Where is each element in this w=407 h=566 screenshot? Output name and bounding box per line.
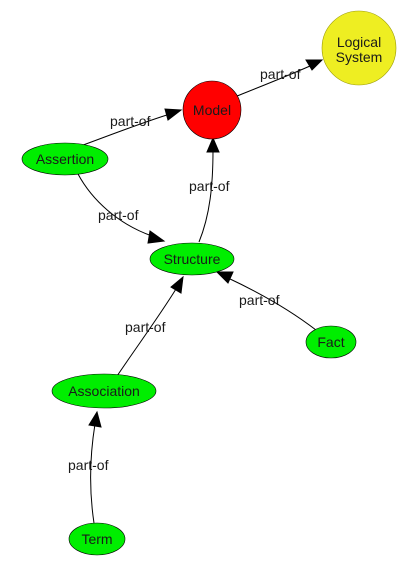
edge-label: part-of <box>260 66 301 82</box>
node-shape <box>305 325 357 359</box>
edge-fact-structure: part-of <box>215 271 317 331</box>
arrow-head <box>215 271 234 284</box>
edge-structure-model: part-of <box>189 136 230 243</box>
edge-label: part-of <box>125 319 166 335</box>
node-label-line-2: System <box>336 49 383 65</box>
edge-label: part-of <box>110 113 151 129</box>
arrow-head <box>170 275 184 294</box>
node-assertion[interactable]: Assertion <box>21 142 109 176</box>
edge-line <box>77 173 153 237</box>
edge-label: part-of <box>98 207 139 223</box>
node-shape <box>51 373 157 409</box>
edge-term-association: part-of <box>68 410 109 524</box>
node-term[interactable]: Term <box>68 522 126 556</box>
arrow-head <box>88 410 102 428</box>
node-shape <box>182 80 242 140</box>
node-label: Term <box>81 531 112 547</box>
node-shape <box>68 522 126 556</box>
node-label-line-1: Logical <box>337 34 381 50</box>
edge-line <box>236 65 311 97</box>
edge-assertion-model: part-of <box>74 108 183 149</box>
node-shape <box>321 10 397 86</box>
node-model[interactable]: Model <box>182 80 242 140</box>
node-label: Structure <box>164 251 221 267</box>
edge-label: part-of <box>68 457 109 473</box>
edge-line <box>74 113 171 149</box>
node-label: Model <box>193 102 231 118</box>
arrow-head <box>164 108 183 121</box>
arrow-head <box>305 59 324 71</box>
node-shape <box>149 242 235 276</box>
edge-association-structure: part-of <box>116 275 184 377</box>
node-label: Assertion <box>36 151 94 167</box>
edge-model-logical-system: part-of <box>236 59 324 97</box>
edge-label: part-of <box>189 178 230 194</box>
edge-line <box>116 288 177 377</box>
node-association[interactable]: Association <box>51 373 157 409</box>
edge-label: part-of <box>239 292 280 308</box>
node-fact[interactable]: Fact <box>305 325 357 359</box>
edge-line <box>227 277 317 331</box>
node-label: Fact <box>317 334 344 350</box>
arrow-head <box>147 230 166 244</box>
edge-assertion-structure: part-of <box>77 173 166 244</box>
edge-line <box>90 423 96 524</box>
node-structure[interactable]: Structure <box>149 242 235 276</box>
node-label: Association <box>68 383 140 399</box>
node-logical-system[interactable]: Logical System <box>321 10 397 86</box>
node-shape <box>21 142 109 176</box>
edge-line <box>198 149 214 243</box>
arrow-head <box>206 136 220 153</box>
